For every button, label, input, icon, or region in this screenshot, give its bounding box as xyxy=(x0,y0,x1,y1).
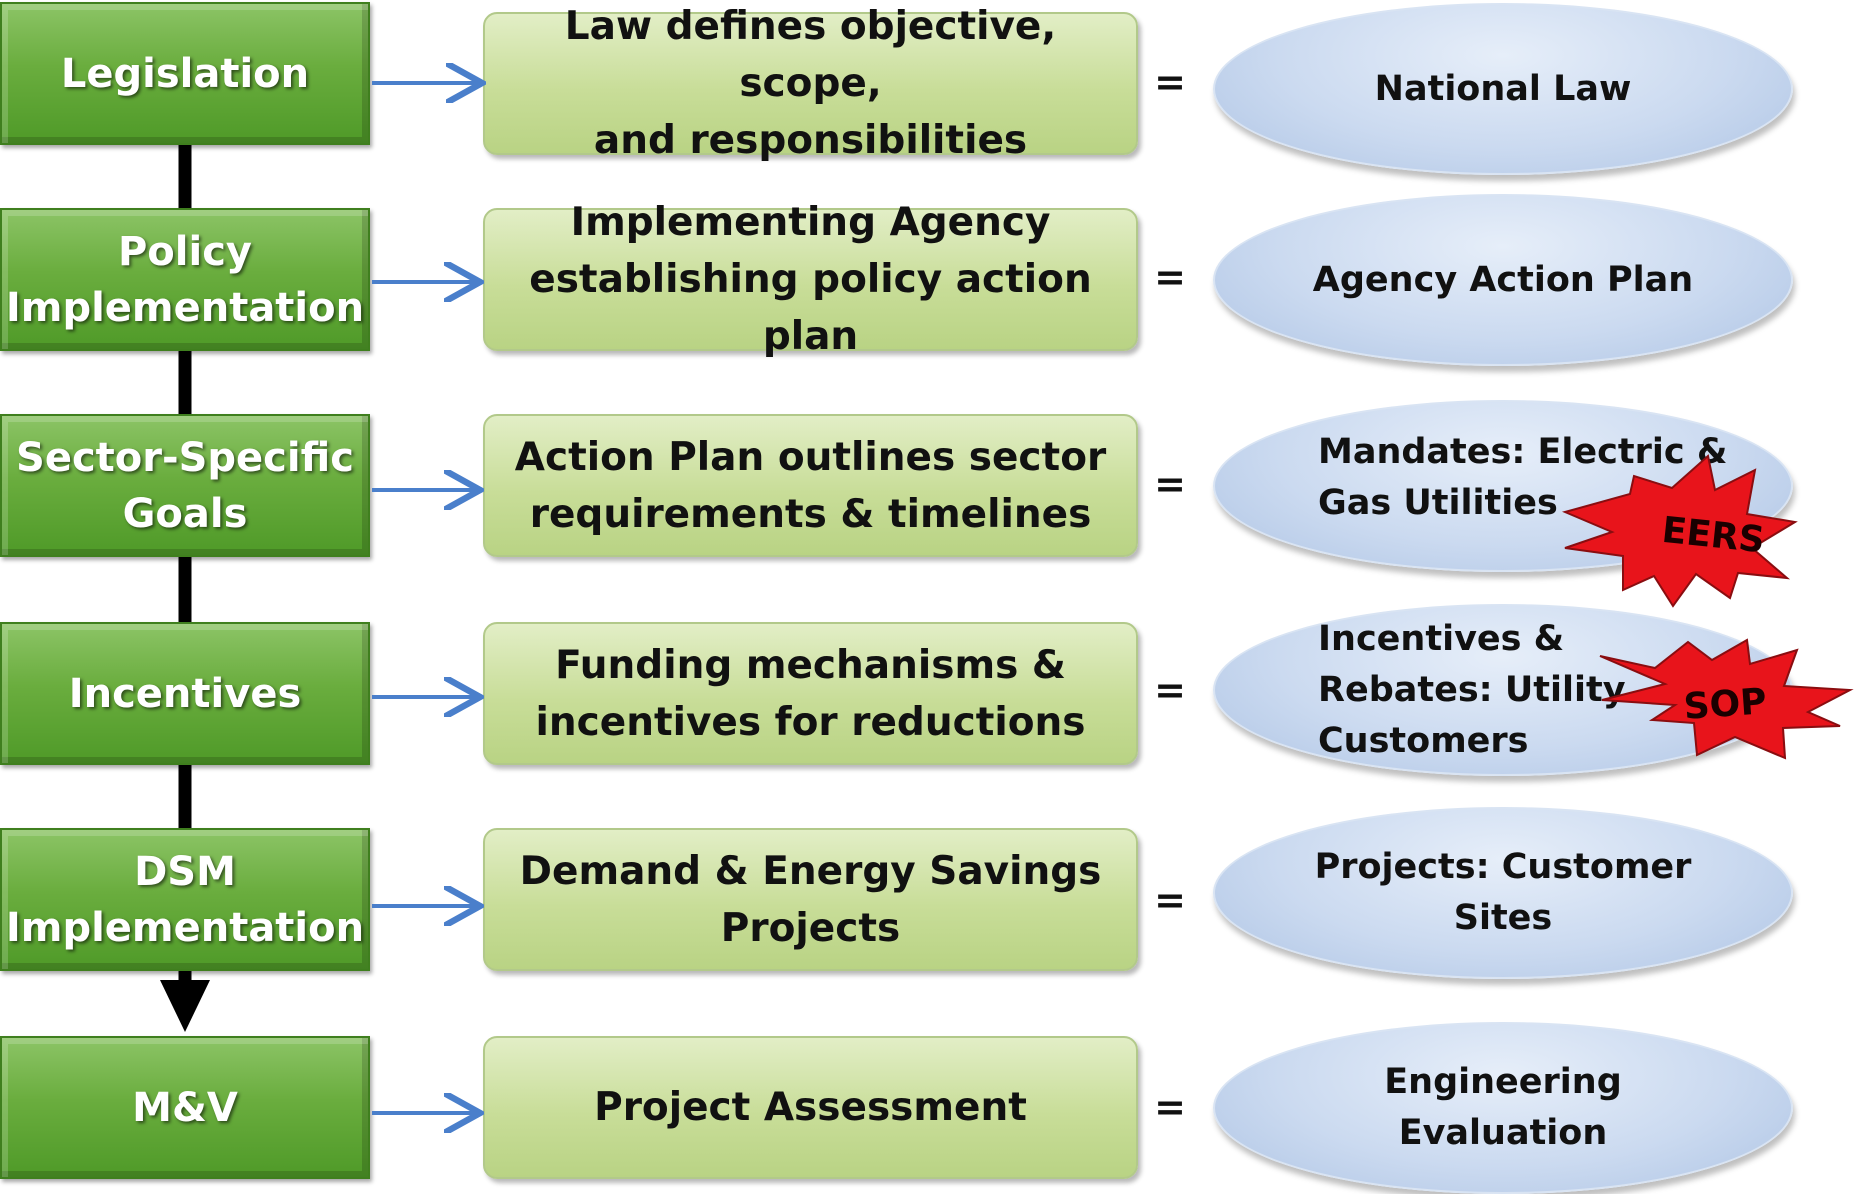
description-text: Action Plan outlines sector requirements… xyxy=(514,434,1107,537)
outcome-ellipse: Agency Action Plan xyxy=(1213,194,1793,366)
stage-box-sector-specific-goals: Sector-Specific Goals xyxy=(0,414,370,557)
stage-box-policy-implementation: Policy Implementation xyxy=(0,208,370,351)
description-text: Funding mechanisms & incentives for redu… xyxy=(535,642,1086,745)
stage-box-m-and-v: M&V xyxy=(0,1036,370,1179)
outcome-ellipse: Incentives & Rebates: Utility Customers xyxy=(1213,604,1793,776)
stage-label: DSM Implementation xyxy=(5,848,365,951)
description-text: Demand & Energy Savings Projects xyxy=(519,848,1102,951)
stage-box-dsm-implementation: DSM Implementation xyxy=(0,828,370,971)
outcome-ellipse: National Law xyxy=(1213,3,1793,175)
vertical-connector-arrowhead xyxy=(160,980,210,1032)
stage-label: Legislation xyxy=(60,50,310,97)
description-box: Funding mechanisms & incentives for redu… xyxy=(483,622,1138,765)
stage-label: Sector-Specific Goals xyxy=(16,434,354,537)
description-box: Action Plan outlines sector requirements… xyxy=(483,414,1138,557)
description-text: Law defines objective, scope, and respon… xyxy=(564,4,1057,163)
description-text: Implementing Agency establishing policy … xyxy=(529,200,1092,359)
stage-box-legislation: Legislation xyxy=(0,2,370,145)
outcome-text: Incentives & Rebates: Utility Customers xyxy=(1318,618,1626,761)
stage-label: M&V xyxy=(132,1084,238,1131)
equals-sign: = xyxy=(1154,878,1186,922)
stage-box-incentives: Incentives xyxy=(0,622,370,765)
equals-sign: = xyxy=(1154,1085,1186,1129)
outcome-text: Engineering Evaluation xyxy=(1384,1062,1622,1153)
stage-label: Incentives xyxy=(68,670,302,717)
description-box: Demand & Energy Savings Projects xyxy=(483,828,1138,971)
equals-sign: = xyxy=(1154,60,1186,104)
equals-sign: = xyxy=(1154,255,1186,299)
outcome-text: Mandates: Electric & Gas Utilities xyxy=(1318,432,1728,523)
outcome-text: Agency Action Plan xyxy=(1312,259,1694,300)
outcome-text: Projects: Customer Sites xyxy=(1314,847,1692,938)
description-box: Implementing Agency establishing policy … xyxy=(483,200,1138,359)
equals-sign: = xyxy=(1154,462,1186,506)
outcome-text: National Law xyxy=(1374,68,1632,109)
description-box: Law defines objective, scope, and respon… xyxy=(483,4,1138,163)
outcome-ellipse: Projects: Customer Sites xyxy=(1213,807,1793,979)
stage-label: Policy Implementation xyxy=(5,228,365,331)
description-text: Project Assessment xyxy=(594,1085,1027,1130)
outcome-ellipse: Engineering Evaluation xyxy=(1213,1022,1793,1194)
description-box: Project Assessment xyxy=(483,1036,1138,1179)
equals-sign: = xyxy=(1154,668,1186,712)
outcome-ellipse: Mandates: Electric & Gas Utilities xyxy=(1213,400,1793,572)
